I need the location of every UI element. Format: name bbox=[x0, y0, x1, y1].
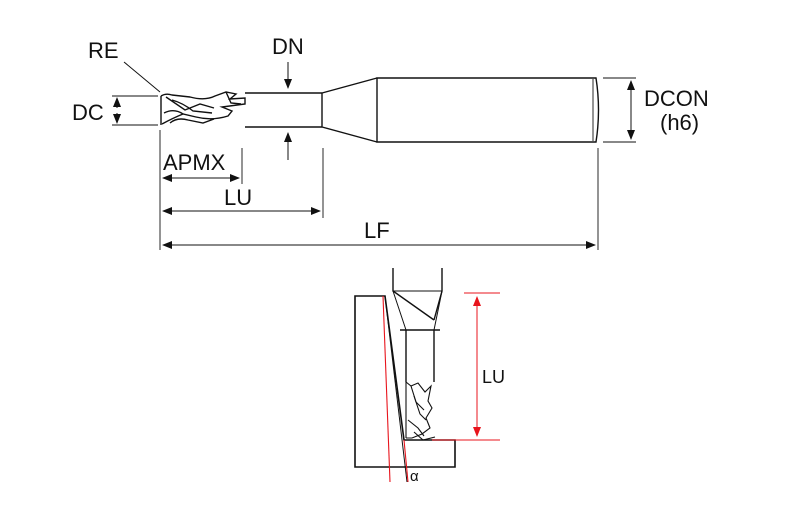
lu-side-dimension bbox=[432, 292, 500, 441]
shank bbox=[376, 77, 600, 143]
dn-label: DN bbox=[272, 34, 304, 59]
alpha-label: α bbox=[410, 468, 419, 485]
lu-top-label: LU bbox=[224, 185, 252, 210]
dcon-label: DCON bbox=[644, 86, 709, 111]
alpha-angle-lines bbox=[382, 295, 409, 483]
lf-label: LF bbox=[364, 218, 390, 243]
flute-section bbox=[160, 91, 246, 125]
re-leader bbox=[123, 61, 161, 93]
tool-in-cut bbox=[392, 268, 443, 441]
neck bbox=[245, 92, 322, 128]
dc-label: DC bbox=[72, 100, 104, 125]
neck-taper bbox=[321, 77, 378, 143]
tool-neck bbox=[400, 329, 440, 382]
workpiece-wall bbox=[354, 295, 456, 468]
re-label: RE bbox=[88, 38, 119, 63]
workpiece bbox=[354, 295, 456, 468]
tool-flutes bbox=[405, 381, 436, 441]
apmx-label: APMX bbox=[163, 150, 226, 175]
lu-side-label: LU bbox=[482, 367, 505, 387]
end-mill-profile bbox=[160, 77, 600, 143]
dcon-tolerance-label: (h6) bbox=[660, 110, 699, 135]
extension-lines bbox=[112, 77, 636, 250]
